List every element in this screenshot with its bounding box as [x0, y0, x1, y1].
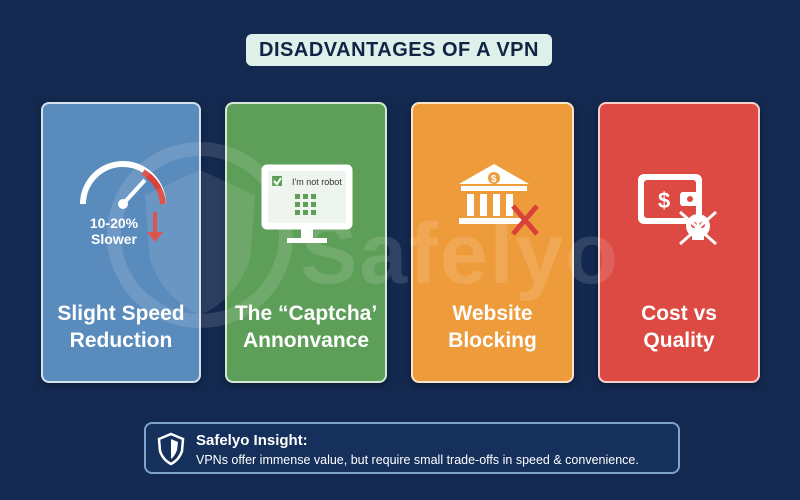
captcha-label: I'm not robot: [292, 177, 342, 187]
speed-badge: 10-20% Slower: [89, 215, 139, 247]
svg-text:$: $: [491, 174, 497, 185]
shield-icon: [156, 432, 186, 471]
insight-box: Safelyo Insight: VPNs offer immense valu…: [144, 422, 680, 474]
insight-title: Safelyo Insight:: [196, 432, 308, 449]
card-label: The “Captcha’ Annonvance: [234, 302, 378, 352]
card-cost-vs-quality: $ Cost vs Quality: [598, 102, 760, 383]
card-captcha-annoyance: I'm not robot The “Captcha’ Annonvance: [225, 102, 387, 383]
watermark-text: Safelyo: [300, 206, 620, 302]
card-label: Website Blocking: [448, 302, 537, 352]
card-website-blocking: $ Website Blocking: [411, 102, 574, 383]
card-label: Slight Speed Reduction: [57, 302, 185, 352]
insight-text: VPNs offer immense value, but require sm…: [196, 453, 639, 467]
card-speed-reduction: 10-20% Slower Slight Speed Reduction: [41, 102, 201, 383]
page-title: DISADVANTAGES OF A VPN: [246, 34, 552, 66]
svg-text:$: $: [658, 188, 670, 213]
card-label: Cost vs Quality: [641, 302, 717, 352]
